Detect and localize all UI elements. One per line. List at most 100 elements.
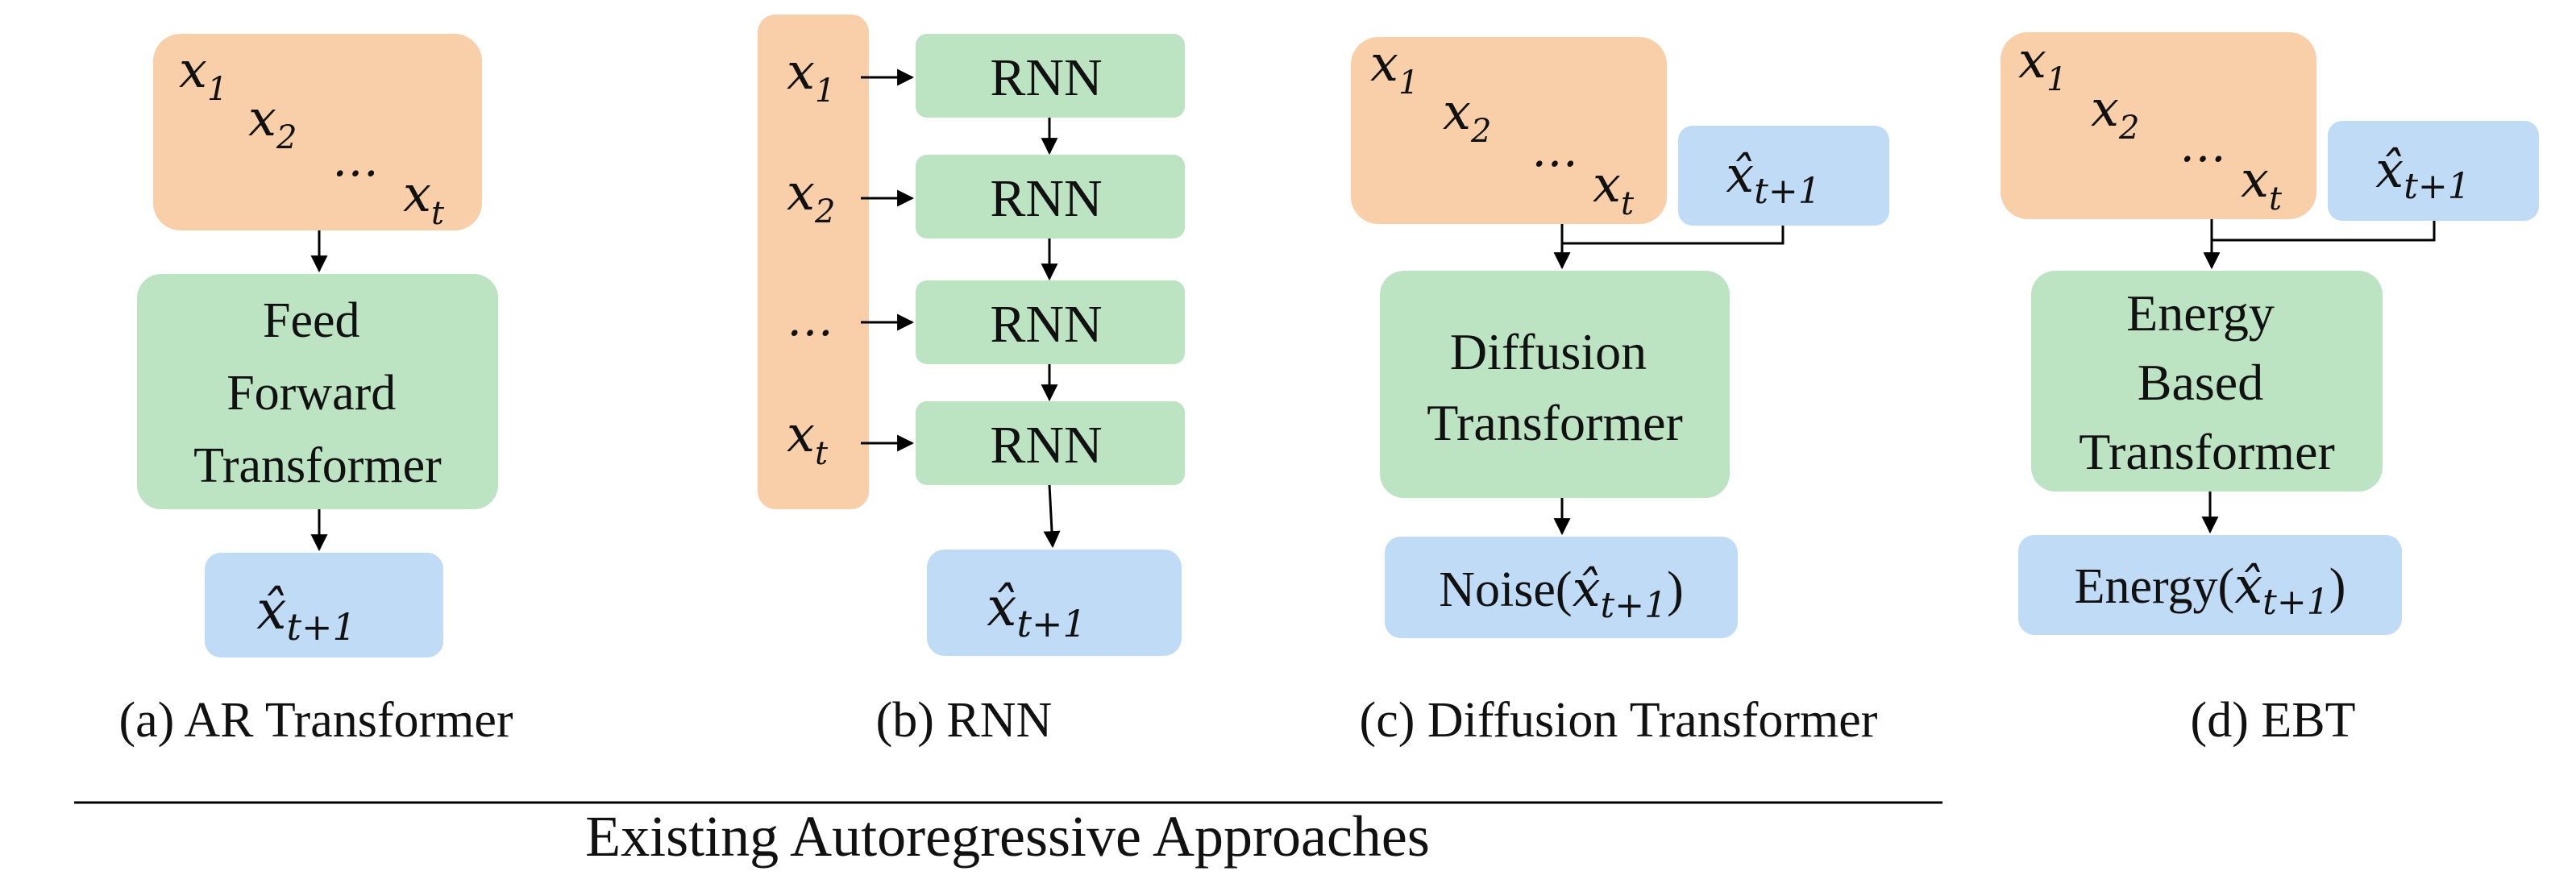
svg-text:Feed Forward Trans: Feed Forward Transformer	[193, 293, 442, 493]
input-sequence-box	[1351, 37, 1667, 224]
panel-ebt: x1 x2 … xt x̂t+1 Energy Based Transforme…	[2001, 31, 2539, 748]
prediction-sub: t+1	[1016, 602, 1086, 645]
input-x2-var: x	[248, 89, 276, 147]
arrow-rnn-4-to-output	[1043, 484, 1061, 549]
input-x1-sub: 1	[2046, 61, 2067, 98]
prediction-sub: t+1	[286, 605, 355, 649]
caption-a: (a) AR Transformer	[118, 693, 513, 748]
caption-d: (d) EBT	[2191, 693, 2356, 748]
input-xt-sub: t	[2269, 180, 2283, 218]
candidate-var: x̂	[2375, 140, 2404, 199]
svg-text:x2: x2	[1443, 82, 1491, 150]
input-ellipsis: …	[332, 132, 379, 187]
energy-output-box	[2018, 535, 2402, 635]
panel-diffusion-transformer: x1 x2 … xt x̂t+1 Diffusion Transformer N…	[1351, 34, 1889, 748]
rnn-input-1-var: x	[787, 42, 815, 101]
input-x2-sub: 2	[2118, 110, 2139, 147]
prediction-var: x̂	[256, 579, 286, 641]
output-prefix: Energy(	[2075, 559, 2235, 614]
svg-text:x2: x2	[2091, 79, 2139, 147]
rnn-cell-4	[916, 401, 1185, 485]
caption-c: (c) Diffusion Transformer	[1360, 693, 1878, 748]
rnn-cell-3-label: RNN	[990, 295, 1102, 354]
input-xt-var: x	[2241, 150, 2269, 209]
svg-text:x2: x2	[248, 89, 297, 156]
input-xt-var: x	[1593, 155, 1621, 214]
block-label-line-2: Transformer	[1427, 394, 1683, 451]
rnn-input-1-sub: 1	[815, 73, 835, 110]
rnn-input-2-sub: 2	[814, 193, 835, 230]
input-x1-var: x	[179, 40, 207, 99]
rnn-cell-1	[916, 34, 1185, 118]
svg-text:xt: xt	[1593, 155, 1635, 222]
block-label-line-3: Transformer	[2079, 423, 2335, 480]
input-xt-var: x	[403, 164, 431, 223]
candidate-var: x̂	[1726, 145, 1754, 204]
input-ellipsis: …	[1531, 122, 1578, 177]
candidate-prediction-box	[2328, 121, 2539, 221]
input-ellipsis: …	[2179, 118, 2226, 172]
output-var: x̂	[1573, 559, 1601, 618]
svg-text:x1: x1	[787, 42, 835, 110]
rnn-input-t-sub: t	[815, 435, 829, 472]
rnn-input-ellipsis: …	[787, 292, 833, 346]
input-x1-sub: 1	[207, 71, 227, 108]
rnn-input-2-var: x	[787, 163, 815, 222]
input-x2-var: x	[2091, 79, 2119, 138]
rnn-cell-2	[916, 155, 1185, 239]
block-label-line-1: Feed	[263, 293, 360, 348]
svg-text:x̂t+1: x̂t+1	[1726, 145, 1821, 212]
rnn-cell-2-label: RNN	[990, 169, 1102, 228]
block-label-line-2: Based	[2138, 354, 2263, 411]
block-label-line-1: Diffusion	[1450, 323, 1647, 380]
caption-b: (b) RNN	[876, 693, 1053, 748]
rnn-cell-3	[916, 280, 1185, 364]
output-prefix: Noise(	[1439, 562, 1572, 617]
output-suffix: )	[1667, 562, 1684, 617]
svg-text:Noise(x̂t+1): Noise(x̂t+1)	[1439, 559, 1683, 626]
svg-text:Energy Based Trans: Energy Based Transformer	[2079, 284, 2335, 480]
input-sequence-box	[153, 34, 482, 230]
svg-text:x1: x1	[179, 40, 227, 108]
input-x2-sub: 2	[276, 119, 297, 156]
svg-text:x̂t+1: x̂t+1	[256, 579, 356, 649]
prediction-box	[205, 553, 443, 657]
input-xt-sub: t	[1621, 185, 1635, 222]
noise-output-box	[1385, 537, 1738, 638]
svg-text:xt: xt	[787, 404, 829, 472]
rnn-input-t-var: x	[787, 404, 815, 463]
energy-based-transformer-block	[2031, 271, 2383, 492]
svg-text:x2: x2	[787, 163, 835, 230]
svg-text:xt: xt	[2241, 150, 2283, 218]
block-label-line-1: Energy	[2126, 284, 2275, 342]
output-var: x̂	[2234, 556, 2262, 615]
panel-rnn: x1 x2 … xt RNN RNN RNN RNN x̂t+1 (b) R	[758, 15, 1185, 748]
svg-text:x̂t+1: x̂t+1	[2375, 140, 2470, 207]
input-x1-var: x	[2018, 31, 2046, 89]
connector-candidate-merge	[2212, 221, 2436, 242]
svg-text:Energy(x̂t+1): Energy(x̂t+1)	[2075, 556, 2346, 623]
svg-text:x1: x1	[1370, 34, 1419, 102]
rnn-cell-4-label: RNN	[990, 416, 1102, 475]
prediction-box	[927, 550, 1182, 656]
input-x2-sub: 2	[1470, 113, 1491, 150]
svg-text:x1: x1	[2018, 31, 2067, 98]
input-sequence-column	[758, 15, 869, 509]
output-sub: t+1	[2262, 582, 2329, 623]
input-x1-var: x	[1370, 34, 1398, 93]
block-label-line-2: Forward	[226, 366, 396, 421]
svg-text:Diffusion Transformer: Diffusion Transformer	[1427, 323, 1683, 451]
rnn-cell-1-label: RNN	[990, 48, 1102, 107]
group-label: Existing Autoregressive Approaches	[585, 804, 1430, 869]
svg-text:xt: xt	[403, 164, 445, 232]
candidate-prediction-box	[1678, 126, 1889, 226]
feed-forward-transformer-block	[137, 274, 498, 509]
block-label-line-3: Transformer	[193, 438, 442, 493]
diffusion-transformer-block	[1380, 271, 1730, 498]
output-suffix: )	[2329, 559, 2346, 614]
input-x2-var: x	[1443, 82, 1471, 141]
svg-text:x̂t+1: x̂t+1	[987, 576, 1086, 645]
input-sequence-box	[2001, 32, 2316, 219]
input-x1-sub: 1	[1398, 64, 1419, 102]
